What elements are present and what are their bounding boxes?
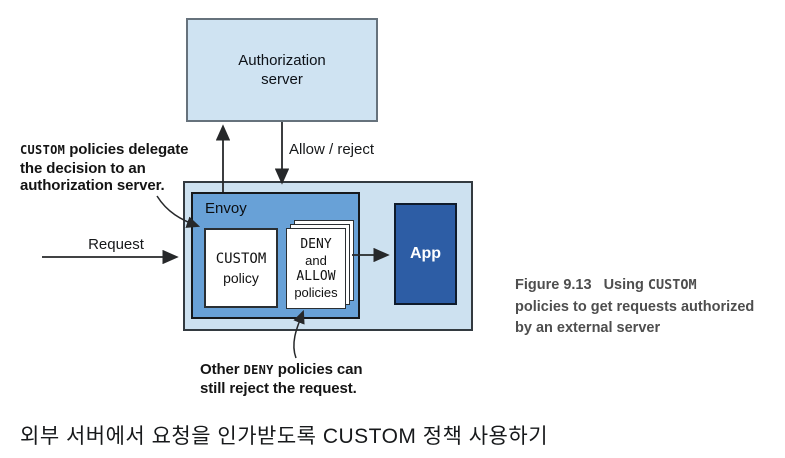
note-custom-delegate-code: CUSTOM <box>20 143 66 157</box>
figure-caption-code: CUSTOM <box>647 277 697 293</box>
korean-section-title: 외부 서버에서 요청을 인가받도록 CUSTOM 정책 사용하기 <box>20 425 549 448</box>
app-label: App <box>409 245 442 262</box>
figure-caption-number: Figure 9.13 <box>515 277 592 293</box>
app-box: App <box>394 203 457 305</box>
deny-code-label: DENY <box>300 237 332 252</box>
policies-label: policies <box>294 285 338 300</box>
authorization-server-box: Authorization server <box>186 18 378 122</box>
note-custom-delegate-line2: the decision to an <box>20 159 146 177</box>
allow-reject-label: Allow / reject <box>289 141 375 158</box>
policies-stack-box: DENY and ALLOW policies <box>286 228 346 309</box>
authorization-server-label-line1: Authorization <box>238 51 326 69</box>
authorization-server-label-line2: server <box>261 71 303 88</box>
allow-code-label: ALLOW <box>296 269 336 284</box>
note-deny-reject-pre: Other <box>200 361 244 378</box>
custom-policy-box: CUSTOM policy <box>204 228 278 308</box>
note-deny-reject: Other DENY policies can still reject the… <box>200 361 363 397</box>
envoy-label: Envoy <box>205 200 247 217</box>
note-custom-delegate-line3: authorization server. <box>20 177 165 194</box>
figure-caption-line2: policies to get requests authorized <box>515 298 755 315</box>
custom-policy-code-label: CUSTOM <box>215 250 267 267</box>
figure-caption-lead: Using <box>603 277 648 293</box>
note-deny-reject-code: DENY <box>243 363 274 377</box>
custom-policy-text-label: policy <box>223 269 259 286</box>
note-deny-reject-line2: still reject the request. <box>200 379 357 397</box>
figure-caption-line3: by an external server <box>515 320 661 336</box>
and-label: and <box>305 253 327 268</box>
note-deny-reject-post: policies can <box>273 361 363 378</box>
note-custom-delegate-line1: policies delegate <box>65 141 189 158</box>
note-custom-delegate: CUSTOM policies delegate the decision to… <box>20 141 189 195</box>
figure-caption: Figure 9.13 Using CUSTOM policies to get … <box>515 275 783 340</box>
request-label: Request <box>88 236 144 253</box>
